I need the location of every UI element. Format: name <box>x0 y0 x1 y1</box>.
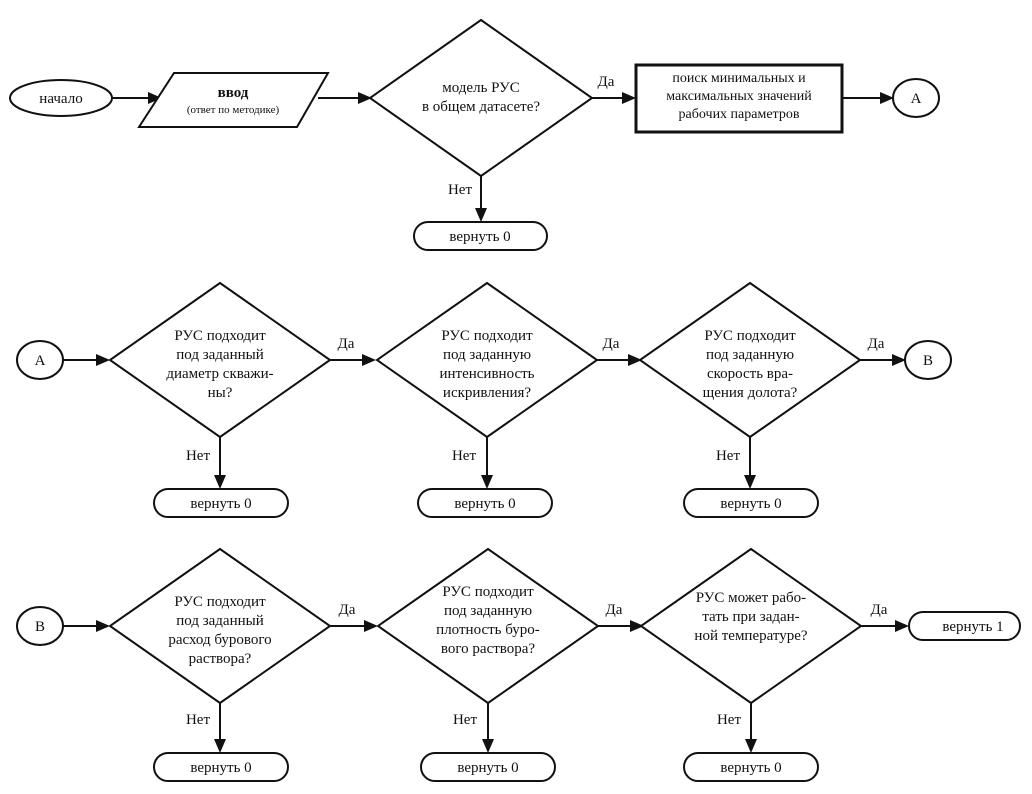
connector-a-label: A <box>911 91 922 107</box>
return-0-label: вернуть 0 <box>454 496 515 512</box>
connector-a-label: A <box>35 353 46 369</box>
connector-b-in: B <box>16 606 64 646</box>
return-0-terminal: вернуть 0 <box>417 488 553 518</box>
decision-flow: РУС подходит под заданный расход буровог… <box>108 547 332 705</box>
start-label: начало <box>39 91 82 107</box>
no-label: Нет <box>186 448 210 464</box>
search-process: поиск минимальных и максимальных значени… <box>634 63 844 134</box>
decision-diameter-line-3: диаметр скважи- <box>166 366 273 382</box>
decision-curvature: РУС подходит под заданную интенсивность … <box>375 281 599 439</box>
search-line-1: поиск минимальных и <box>672 71 806 86</box>
decision-dataset-line-1: модель РУС <box>442 80 520 96</box>
search-line-3: рабочих параметров <box>679 107 800 122</box>
input-block: ввод (ответ по методике) <box>137 72 330 128</box>
no-label: Нет <box>452 448 476 464</box>
decision-diameter-line-2: под заданный <box>176 347 264 363</box>
decision-flow-line-2: под заданный <box>176 613 264 629</box>
return-0-terminal: вернуть 0 <box>420 752 556 782</box>
input-title: ввод <box>218 85 249 101</box>
decision-curvature-line-1: РУС подходит <box>441 328 533 344</box>
return-0-label: вернуть 0 <box>457 760 518 776</box>
yes-label: Да <box>598 74 615 90</box>
decision-dataset-line-2: в общем датасете? <box>422 99 540 115</box>
decision-temperature-line-3: ной температуре? <box>694 628 807 644</box>
no-label: Нет <box>453 712 477 728</box>
return-0-terminal: вернуть 0 <box>413 221 548 251</box>
decision-curvature-line-4: искривления? <box>443 385 531 401</box>
decision-density-line-3: плотность буро- <box>436 622 540 638</box>
decision-temperature-line-2: тать при задан- <box>702 609 799 625</box>
decision-diameter-line-1: РУС подходит <box>174 328 266 344</box>
connector-b-out: B <box>904 340 952 380</box>
decision-rotation-line-3: скорость вра- <box>707 366 793 382</box>
yes-label: Да <box>606 602 623 618</box>
return-0-label: вернуть 0 <box>190 496 251 512</box>
decision-curvature-line-2: под заданную <box>443 347 531 363</box>
decision-dataset: модель РУС в общем датасете? <box>368 18 594 178</box>
decision-flow-line-3: расход бурового <box>168 632 271 648</box>
return-1-label: вернуть 1 <box>942 619 1003 635</box>
return-0-label: вернуть 0 <box>190 760 251 776</box>
decision-density-line-2: под заданную <box>444 603 532 619</box>
connector-a-in: A <box>16 340 64 380</box>
decision-rotation-line-2: под заданную <box>706 347 794 363</box>
return-0-terminal: вернуть 0 <box>683 488 819 518</box>
decision-density: РУС подходит под заданную плотность буро… <box>376 547 600 705</box>
return-0-label: вернуть 0 <box>449 229 510 245</box>
return-1-terminal: вернуть 1 <box>908 611 1021 641</box>
yes-label: Да <box>603 336 620 352</box>
decision-diameter: РУС подходит под заданный диаметр скважи… <box>108 281 332 439</box>
connector-b-label: B <box>35 619 45 635</box>
decision-flow-line-4: раствора? <box>189 651 252 667</box>
no-label: Нет <box>717 712 741 728</box>
decision-temperature-line-1: РУС может рабо- <box>696 590 806 606</box>
decision-rotation: РУС подходит под заданную скорость вра- … <box>638 281 862 439</box>
return-0-label: вернуть 0 <box>720 760 781 776</box>
return-0-terminal: вернуть 0 <box>153 488 289 518</box>
return-0-terminal: вернуть 0 <box>683 752 819 782</box>
return-0-terminal: вернуть 0 <box>153 752 289 782</box>
no-label: Нет <box>716 448 740 464</box>
decision-density-line-4: вого раствора? <box>441 641 536 657</box>
decision-flow-line-1: РУС подходит <box>174 594 266 610</box>
decision-curvature-line-3: интенсивность <box>439 366 534 382</box>
start-terminal: начало <box>9 79 113 117</box>
input-note: (ответ по методике) <box>187 104 280 116</box>
decision-diameter-line-4: ны? <box>208 385 233 401</box>
yes-label: Да <box>339 602 356 618</box>
search-line-2: максимальных значений <box>666 89 812 104</box>
connector-b-label: B <box>923 353 933 369</box>
decision-rotation-line-1: РУС подходит <box>704 328 796 344</box>
yes-label: Да <box>868 336 885 352</box>
yes-label: Да <box>338 336 355 352</box>
decision-temperature: РУС может рабо- тать при задан- ной темп… <box>639 547 863 705</box>
return-0-label: вернуть 0 <box>720 496 781 512</box>
decision-rotation-line-4: щения долота? <box>703 385 798 401</box>
no-label: Нет <box>186 712 210 728</box>
yes-label: Да <box>871 602 888 618</box>
no-label: Нет <box>448 182 472 198</box>
connector-a-out: A <box>892 78 940 118</box>
decision-density-line-1: РУС подходит <box>442 584 534 600</box>
